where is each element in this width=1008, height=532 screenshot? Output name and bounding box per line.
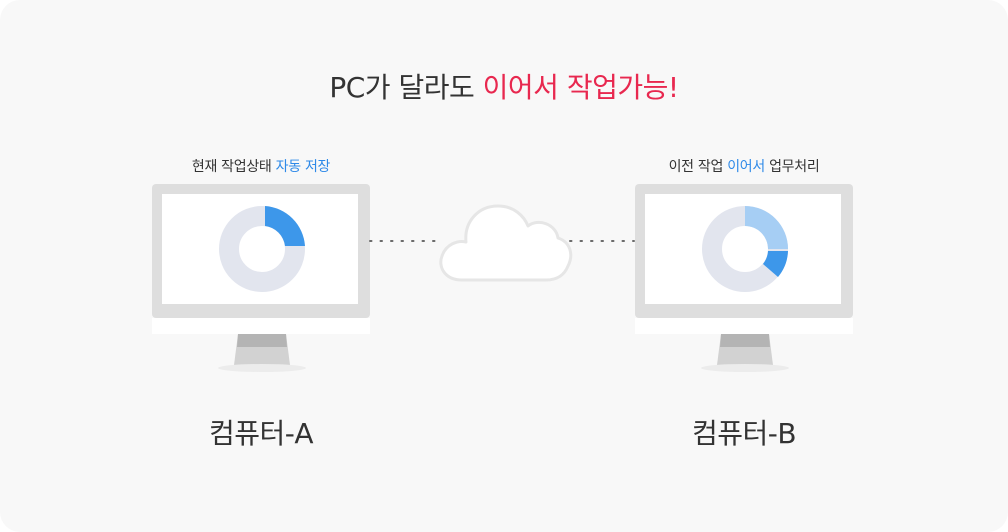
headline: PC가 달라도 이어서 작업가능! [0, 66, 1008, 106]
dotted-connector-left [369, 240, 441, 242]
computer-b-monitor-icon [635, 184, 853, 374]
computer-b-caption-text-end: 업무처리 [764, 159, 820, 175]
computer-a-caption: 현재 작업상태 자동 저장 [146, 156, 376, 176]
computer-a-label: 컴퓨터-A [208, 417, 314, 450]
computer-a-caption-accent: 자동 저장 [275, 159, 331, 175]
computer-a-donut-chart-icon [219, 206, 305, 292]
headline-accent-text: 이어서 작업가능! [482, 71, 679, 104]
computer-a-caption-text: 현재 작업상태 [191, 159, 276, 175]
dotted-connector-right [569, 240, 635, 242]
cloud-icon [439, 204, 573, 282]
computer-b-caption: 이전 작업 이어서 업무처리 [629, 156, 859, 176]
computer-b-label: 컴퓨터-B [691, 417, 797, 450]
computer-b-donut-chart-icon [702, 206, 788, 292]
computer-b-caption-text: 이전 작업 [668, 159, 728, 175]
computer-a-monitor-icon [152, 184, 370, 374]
computer-b-caption-accent: 이어서 [727, 159, 765, 175]
headline-text: PC가 달라도 [329, 71, 483, 104]
